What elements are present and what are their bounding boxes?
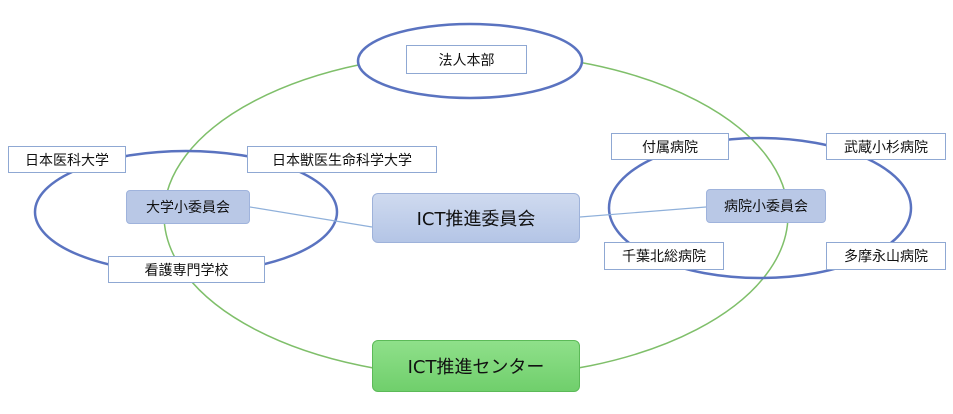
hospital-committee: 病院小委員会 bbox=[706, 189, 826, 223]
hospital-member-tama-nagayama: 多摩永山病院 bbox=[826, 242, 946, 270]
hospital-group-ellipse bbox=[607, 136, 913, 280]
university-committee: 大学小委員会 bbox=[126, 190, 250, 224]
university-member-nvlu: 日本獣医生命科学大学 bbox=[247, 146, 437, 173]
hospital-member-musashikosugi: 武蔵小杉病院 bbox=[826, 133, 946, 160]
ict-promotion-committee: ICT推進委員会 bbox=[372, 193, 580, 243]
connector-hospital bbox=[579, 206, 707, 218]
ict-promotion-center: ICT推進センター bbox=[372, 340, 580, 392]
university-member-nursing-school: 看護専門学校 bbox=[108, 256, 265, 283]
connector-university bbox=[249, 206, 373, 228]
university-member-nms: 日本医科大学 bbox=[8, 146, 126, 173]
hospital-member-main: 付属病院 bbox=[611, 133, 729, 160]
hq-label: 法人本部 bbox=[406, 45, 527, 74]
hospital-member-chiba-hokuso: 千葉北総病院 bbox=[604, 242, 724, 270]
